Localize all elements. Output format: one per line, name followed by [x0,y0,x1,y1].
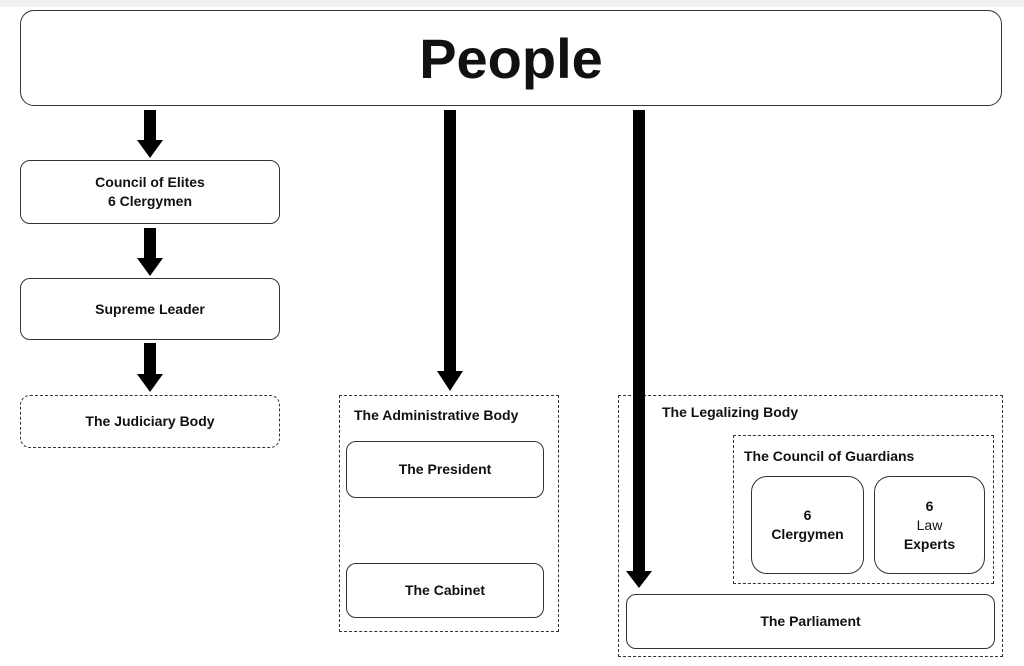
arrow-people-to-administrative [437,110,463,391]
council-of-elites-box: Council of Elites 6 Clergymen [20,160,280,224]
cabinet-label: The Cabinet [404,582,486,598]
law-experts-count: 6 [925,497,934,514]
administrative-body-container [339,395,559,632]
judiciary-body-box: The Judiciary Body [20,395,280,448]
parliament-label: The Parliament [760,613,861,629]
arrow-council-to-supreme-leader [137,228,163,276]
council-of-elites-count: 6 Clergymen [107,193,193,209]
president-box: The President [346,441,544,498]
law-experts-label-1: Law [916,516,943,533]
top-band [0,0,1024,7]
people-label: People [419,26,603,90]
clergymen-count: 6 [803,507,812,523]
judiciary-body-label: The Judiciary Body [85,413,215,429]
cabinet-box: The Cabinet [346,563,544,618]
legalizing-body-container [618,395,1003,657]
clergymen-box: 6 Clergymen [751,476,864,574]
council-of-guardians-container [733,435,994,584]
administrative-body-title: The Administrative Body [354,407,519,423]
supreme-leader-label: Supreme Leader [95,300,205,317]
arrow-people-to-council [137,110,163,158]
arrow-supreme-leader-to-judiciary [137,343,163,392]
legalizing-body-title: The Legalizing Body [662,404,799,420]
people-box: People [20,10,1002,106]
council-of-elites-label: Council of Elites [95,174,205,190]
parliament-box: The Parliament [626,594,995,649]
law-experts-label-2: Experts [903,535,956,552]
president-label: The President [398,461,492,477]
supreme-leader-box: Supreme Leader [20,278,280,340]
law-experts-box: 6 Law Experts [874,476,985,574]
council-of-guardians-title: The Council of Guardians [744,448,915,464]
clergymen-label: Clergymen [771,526,844,542]
